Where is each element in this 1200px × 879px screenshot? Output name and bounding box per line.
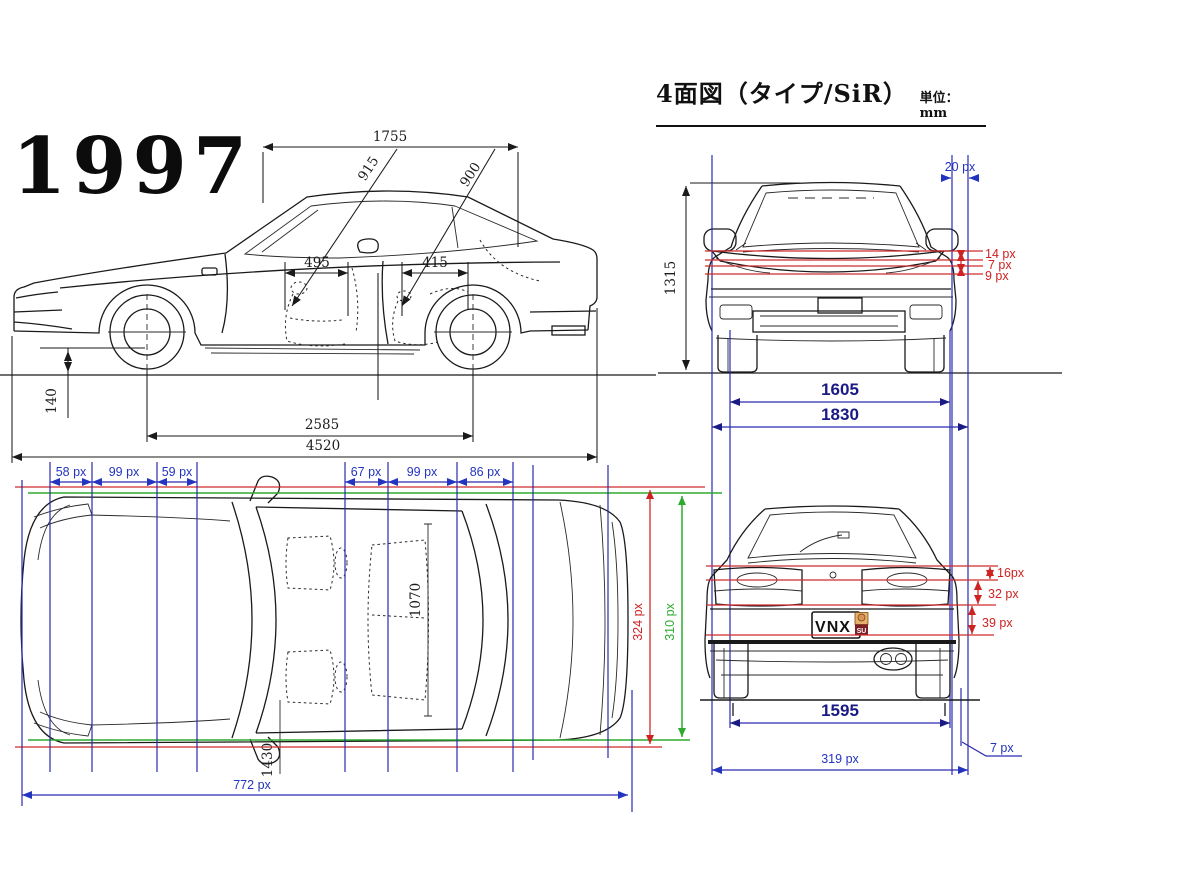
plate-text: VNX — [815, 619, 851, 636]
dim-overall-length: 4520 — [306, 438, 340, 454]
dim-ground-clearance: 140 — [44, 388, 60, 414]
rear-dimensions: 16px 32 px 39 px 1595 7 px 319 px — [706, 565, 1025, 774]
dim-lamp-b: 7 px — [988, 258, 1012, 272]
dim-rear-lamp-b: 32 px — [988, 587, 1019, 601]
license-plate: VNX SU — [811, 611, 869, 639]
side-car-interior-dotted — [285, 239, 541, 347]
dim-seg6: 86 px — [470, 465, 501, 479]
badge-face-icon — [857, 613, 866, 622]
side-view: 1755 915 900 495 415 140 — [0, 129, 656, 463]
badge-text: SU — [857, 628, 867, 635]
dim-red-span: 324 px — [631, 602, 645, 640]
top-view: 58 px 99 px 59 px 67 px 99 px 86 px 1070… — [15, 462, 722, 812]
dim-seg1: 58 px — [56, 465, 87, 479]
dim-lamp-c: 9 px — [985, 269, 1009, 283]
dim-lamp-a: 14 px — [985, 247, 1016, 261]
dim-seg2: 99 px — [109, 465, 140, 479]
dim-edge-gap: 7 px — [990, 741, 1014, 755]
top-car-seats-dotted — [285, 535, 429, 705]
dim-rear-lamp-c: 39 px — [982, 616, 1013, 630]
dim-height: 1315 — [663, 261, 679, 295]
dim-cabin-width: 1070 — [408, 583, 424, 617]
unit-label: 単位：mm — [919, 91, 959, 121]
front-car-drawing — [703, 181, 959, 373]
rear-car-drawing — [700, 505, 980, 716]
dim-gap-top: 20 px — [945, 160, 976, 174]
front-dimensions: 1315 20 px 14 px — [663, 155, 1016, 775]
dim-length-px: 772 px — [233, 778, 271, 792]
dim-rear-room: 415 — [422, 255, 448, 271]
dim-body-width: 1430 — [260, 743, 276, 777]
dim-wheelbase: 2585 — [305, 417, 339, 433]
dim-roof-length: 1755 — [373, 129, 407, 145]
dim-seg5: 99 px — [407, 465, 438, 479]
dim-rear-lamp-a: 16px — [997, 566, 1025, 580]
dim-track: 1605 — [821, 380, 859, 399]
title-block: 4面図（タイプ/SiR） 単位：mm — [656, 74, 986, 127]
top-dimensions: 58 px 99 px 59 px 67 px 99 px 86 px 1070… — [15, 462, 722, 812]
plate-badge: SU — [854, 612, 869, 636]
dim-rear-width-px: 319 px — [821, 752, 859, 766]
dim-seg4: 67 px — [351, 465, 382, 479]
side-dimensions: 1755 915 900 495 415 140 — [11, 129, 598, 463]
rear-view: VNX SU 16px 32 px 39 px — [700, 505, 1025, 774]
dim-seg3: 59 px — [162, 465, 193, 479]
year-label: 1997 — [12, 121, 254, 212]
dim-front-room: 495 — [304, 255, 330, 271]
page-title: 4面図（タイプ/SiR） — [656, 79, 908, 108]
dim-green-span: 310 px — [663, 602, 677, 640]
front-view: 1315 20 px 14 px — [658, 155, 1062, 775]
side-car-drawing — [13, 190, 598, 371]
top-car-drawing — [20, 475, 629, 774]
dim-overall-width: 1830 — [821, 405, 859, 424]
dim-rear-track: 1595 — [821, 701, 859, 720]
dim-front-diag: 915 — [355, 154, 382, 184]
